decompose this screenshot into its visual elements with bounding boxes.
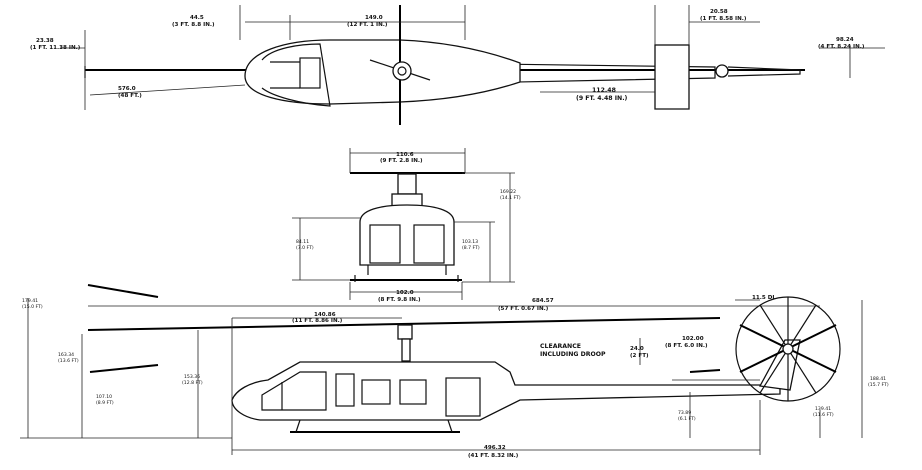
side-rotor-total-imperial: (57 FT. 0.67 IN.) [498, 306, 549, 312]
top-view: 23.38 (1 FT. 11.38 IN.) 44.5 (3 FT. 8.8 … [30, 5, 885, 125]
top-nose-offset-value: 23.38 [36, 38, 54, 44]
side-tail-skid-height-value: 139.41 [815, 406, 831, 412]
top-rotor-radius-imperial: (48 FT.) [118, 93, 142, 99]
side-rotor-height-imperial: (15.0 FT) [22, 304, 43, 310]
side-tail-boom-offset-imperial: (8 FT. 6.0 IN.) [665, 343, 708, 349]
front-skid-width-value: 102.0 [396, 290, 414, 296]
side-fuselage-length-imperial: (41 FT. 8.32 IN.) [468, 453, 519, 459]
side-fuselage-length-value: 496.32 [484, 445, 506, 451]
top-stabilizer-span-imperial: (9 FT. 4.48 IN.) [576, 95, 628, 102]
top-tail-length-value: 98.24 [836, 37, 854, 43]
front-rotor-width-imperial: (9 FT. 2.8 IN.) [380, 158, 423, 164]
front-skid-width-imperial: (8 FT. 9.8 IN.) [378, 297, 421, 303]
side-cabin-height-value: 153.36 [184, 374, 200, 380]
side-tail-rotor-height-imperial: (15.7 FT) [868, 382, 889, 388]
front-mast-height-value: 169.22 [500, 189, 516, 195]
front-rotor-width-value: 110.6 [396, 152, 414, 158]
top-tail-rotor-offset-value: 20.58 [710, 9, 728, 15]
top-rotor-radius-value: 576.0 [118, 86, 136, 92]
side-ground-clear-imperial: (6.1 FT) [678, 416, 696, 422]
side-tail-rotor-height-value: 188.41 [870, 376, 886, 382]
front-cabin-height-right-value: 103.13 [462, 239, 478, 245]
side-main-rotor-span-value: 140.86 [314, 312, 336, 318]
top-stabilizer-span-value: 112.48 [592, 87, 616, 94]
side-clearance-value: 24.0 [630, 346, 644, 352]
side-tail-boom-offset-value: 102.00 [682, 336, 704, 342]
front-cabin-height-left-imperial: (7.0 FT) [296, 245, 314, 251]
side-blade-left-height-value: 163.34 [58, 352, 74, 358]
top-stab-offset-value: 44.5 [190, 15, 204, 21]
top-tail-rotor-offset-imperial: (1 FT. 8.58 IN.) [700, 16, 747, 22]
top-rotor-span-value: 149.0 [365, 15, 383, 21]
side-cabin-height-imperial: (12.8 FT) [182, 380, 203, 386]
front-view: 110.6 (9 FT. 2.8 IN.) 169.22 (14.1 FT) 8… [292, 148, 521, 303]
side-tail-skid-height-imperial: (11.6 FT) [813, 412, 834, 418]
front-cabin-height-right-imperial: (8.7 FT) [462, 245, 480, 251]
top-tail-length-imperial: (4 FT. 8.24 IN.) [818, 44, 865, 50]
front-cabin-height-left-value: 84.11 [296, 239, 309, 245]
top-rotor-span-imperial: (12 FT. 1 IN.) [347, 22, 388, 28]
side-tail-angle-value: 11.5 DL [752, 295, 776, 301]
side-rotor-total-value: 684.57 [532, 298, 554, 304]
front-mast-height-imperial: (14.1 FT) [500, 195, 521, 201]
side-clearance-imperial: (2 FT) [630, 353, 649, 359]
side-skid-height-imperial: (8.9 FT) [96, 400, 114, 406]
side-clearance-label: CLEARANCE INCLUDING DROOP [540, 343, 606, 358]
top-nose-offset-imperial: (1 FT. 11.38 IN.) [30, 45, 81, 51]
top-stab-offset-imperial: (3 FT. 8.8 IN.) [172, 22, 215, 28]
side-main-rotor-span-imperial: (11 FT. 8.86 IN.) [292, 318, 343, 324]
side-blade-left-height-imperial: (13.6 FT) [58, 358, 79, 364]
side-view: 179.41 (15.0 FT) 684.57 (57 FT. 0.67 IN.… [20, 284, 889, 459]
side-ground-clear-value: 73.89 [678, 410, 691, 416]
side-rotor-height-value: 179.41 [22, 298, 38, 304]
side-skid-height-value: 107.10 [96, 394, 112, 400]
